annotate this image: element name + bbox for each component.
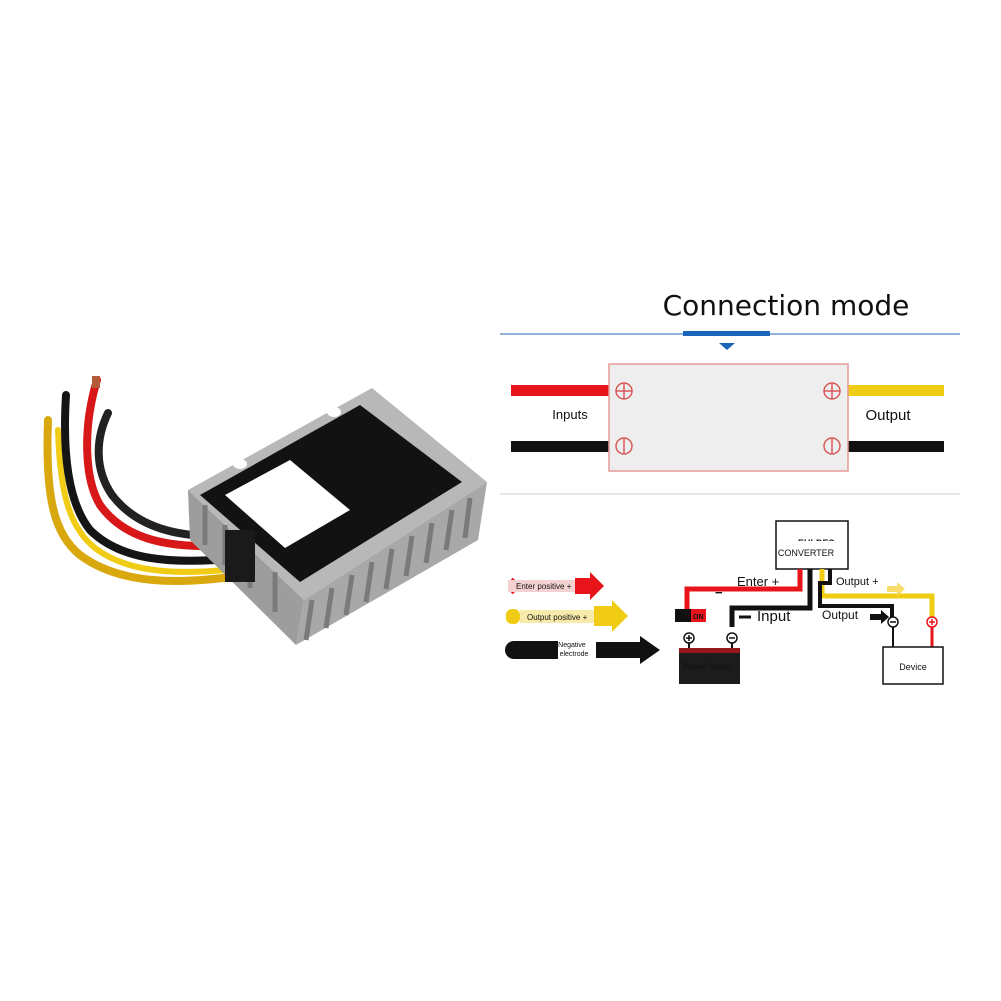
legend-enter-positive: Enter positive +	[508, 572, 604, 600]
output-plus-label: Output +	[836, 576, 879, 588]
title-pointer-icon	[719, 343, 735, 350]
input-label: Input	[757, 608, 791, 625]
off-switch	[675, 609, 691, 622]
black-cover	[200, 405, 462, 582]
output-label: Output	[865, 407, 911, 424]
legend-negative-electrode: Negative electrode	[505, 636, 660, 664]
output-label-bottom: Output	[822, 608, 859, 622]
title-rule-accent	[683, 331, 770, 336]
switch-off-label: OFF	[677, 614, 692, 621]
wire-legend: Enter positive + Output positive + Negat…	[505, 572, 660, 664]
wiring-diagram: EHLDES CONVERTER Enter + − Input Output …	[675, 520, 944, 685]
wire-yellow-2	[55, 427, 248, 575]
legend-enter-positive-label: Enter positive +	[516, 582, 572, 591]
product-body	[188, 388, 487, 645]
inputs-label: Inputs	[552, 407, 588, 422]
minus-terminal-icon	[615, 437, 841, 455]
input-positive-wire	[511, 385, 609, 396]
converter-product-photo	[43, 376, 487, 645]
converter-label: CONVERTER	[778, 548, 835, 558]
input-negative-wire	[511, 441, 609, 452]
wire-grommet	[225, 530, 255, 582]
output-positive-wire	[848, 385, 944, 396]
black-arrow-icon	[640, 636, 660, 664]
device-label: Device	[899, 662, 927, 672]
on-switch	[691, 609, 706, 622]
wire-black-1	[61, 391, 244, 565]
input-negative-wire-line	[729, 569, 813, 627]
wire-red-1	[83, 376, 242, 551]
switch-on-label: ON	[693, 614, 704, 621]
legend-output-positive-label: Output positive +	[527, 613, 588, 622]
power-supply-label: Power Supply	[683, 662, 732, 671]
mount-hole-1	[233, 459, 247, 469]
red-arrow-icon	[575, 572, 604, 600]
wire-yellow-1	[43, 416, 249, 585]
enter-plus-label: Enter +	[737, 574, 779, 589]
enter-positive-wire	[684, 569, 803, 622]
device-box	[882, 646, 944, 685]
mount-hole-2	[327, 407, 341, 417]
output-negative-wire-line	[818, 569, 894, 621]
white-label	[225, 460, 350, 548]
red-wire-tip	[92, 376, 100, 388]
yellow-arrow-icon	[594, 600, 628, 632]
connection-diagram: Inputs Output	[511, 363, 944, 472]
legend-negative-line1: Negative	[558, 642, 586, 649]
output-positive-arrow-icon	[887, 582, 905, 596]
input-minus-sign: −	[715, 585, 723, 600]
output-negative-arrow-icon	[870, 610, 889, 624]
legend-output-positive: Output positive +	[506, 600, 628, 632]
power-supply-box	[679, 648, 740, 684]
page-title: Connection mode	[663, 289, 910, 322]
legend-negative-line2: electrode	[560, 651, 589, 658]
output-negative-wire	[848, 441, 944, 452]
converter-box	[608, 363, 849, 472]
plus-terminal-icon	[615, 382, 841, 400]
